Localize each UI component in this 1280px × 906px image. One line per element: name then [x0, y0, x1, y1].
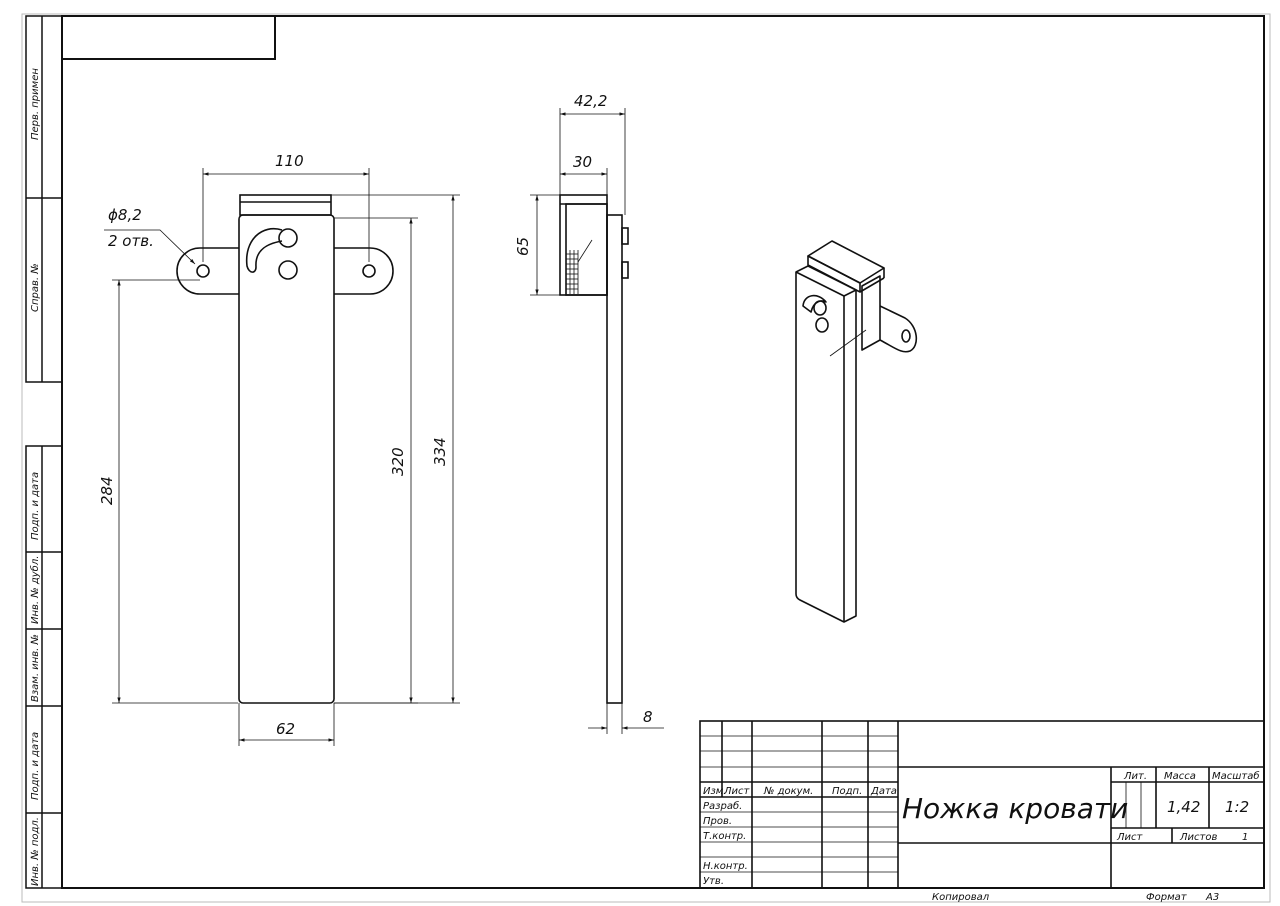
tb-masshtab-label: Масштаб	[1212, 770, 1260, 782]
side-stamp-label-3: Подп. и дата	[30, 472, 41, 540]
tb-tkontr: Т.контр.	[703, 831, 746, 842]
dim-hole-height: 284	[98, 476, 116, 505]
tb-razrab: Разраб.	[703, 800, 742, 812]
sheet-trim-line	[21, 13, 1271, 903]
side-stamp-label-7: Инв. № подл.	[30, 817, 41, 886]
tb-kopiroval: Копировал	[932, 892, 990, 903]
tb-col-date: Дата	[870, 786, 897, 797]
side-view	[559, 194, 629, 704]
side-stamp-label-4: Инв. № дубл.	[29, 556, 41, 624]
isometric-hatch-line	[829, 329, 867, 357]
drawing-title: Ножка кровати	[902, 792, 1128, 825]
dim-hole-diameter: ϕ8,2	[108, 206, 142, 224]
sheet-frame	[61, 15, 1265, 889]
tb-nkontr: Н.контр.	[703, 861, 748, 872]
tb-utv: Утв.	[703, 876, 724, 887]
side-stamp-label-6: Подп. и дата	[30, 732, 41, 800]
tb-lit-label: Лит.	[1123, 771, 1147, 782]
dim-side-depth: 42,2	[574, 92, 607, 110]
dim-hole-spacing: 110	[275, 152, 304, 170]
tb-col-doc: № докум.	[763, 786, 813, 797]
dim-hole-count: 2 отв.	[108, 232, 154, 250]
dim-plate-width: 62	[276, 720, 295, 738]
tb-col-sign: Подп.	[832, 786, 862, 797]
side-view-hatch	[566, 239, 593, 294]
dim-block-depth: 30	[573, 153, 592, 171]
tb-format-label: Формат	[1146, 892, 1188, 903]
dim-block-height: 65	[514, 237, 532, 256]
tb-listov-value: 1	[1242, 832, 1248, 843]
tb-col-list: Лист	[723, 786, 751, 797]
tb-format-value: A3	[1205, 892, 1219, 903]
dim-inner-length: 320	[389, 447, 407, 476]
corner-box	[61, 15, 276, 60]
side-stamp-label-1: Перв. примен	[30, 68, 41, 140]
dim-thickness: 8	[643, 708, 653, 726]
dim-overall-length: 334	[431, 437, 449, 466]
title-block	[699, 720, 1265, 889]
tb-massa-label: Масса	[1164, 771, 1196, 782]
tb-massa-value: 1,42	[1167, 798, 1200, 816]
isometric-view	[795, 240, 918, 623]
front-view-dimensions	[104, 168, 460, 746]
title-block-thin-lines	[700, 735, 1142, 873]
side-stamp	[25, 15, 63, 889]
side-stamp-label-2: Справ. №	[30, 263, 41, 312]
tb-prov: Пров.	[703, 816, 732, 827]
tb-col-izm: Изм.	[703, 786, 727, 797]
front-view	[176, 194, 394, 704]
side-stamp-label-5: Взам. инв. №	[30, 634, 41, 702]
tb-listov-label: Листов	[1179, 832, 1217, 843]
tb-masshtab-value: 1:2	[1225, 798, 1249, 816]
tb-list-label: Лист	[1116, 832, 1144, 843]
side-view-dimensions	[530, 108, 664, 734]
